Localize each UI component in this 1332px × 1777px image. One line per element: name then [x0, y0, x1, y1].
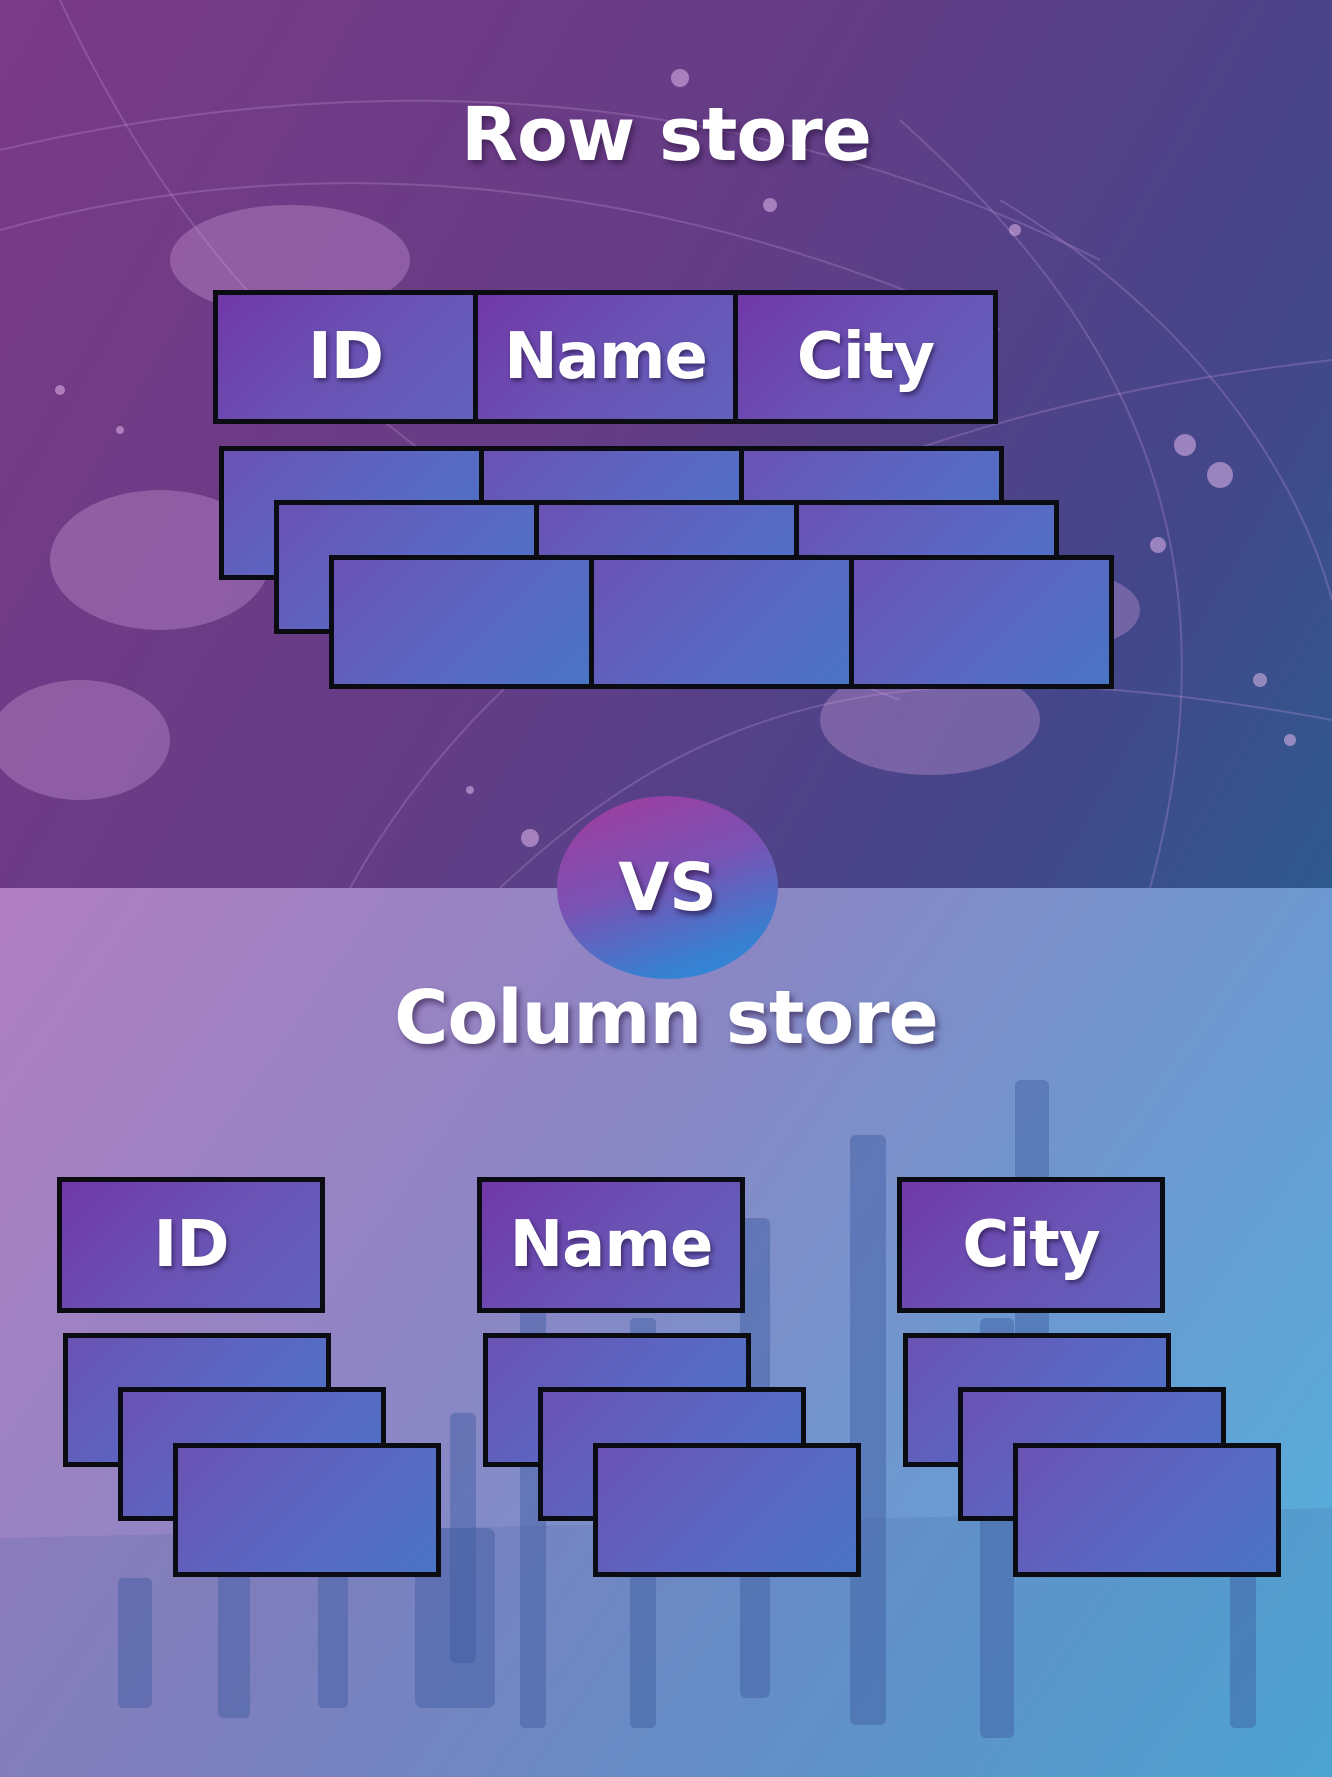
- column-store-city-value-3: [1013, 1443, 1281, 1577]
- row-store-panel: Row store ID Name City: [0, 0, 1332, 888]
- column-store-city-header: City: [897, 1177, 1165, 1313]
- vs-label: VS: [618, 849, 717, 926]
- row-store-record-3-name-cell: [589, 555, 854, 689]
- row-store-header-city-label: City: [796, 320, 935, 394]
- row-store-record-3-city-cell: [849, 555, 1114, 689]
- row-store-header-name-label: Name: [504, 320, 708, 394]
- column-store-id-header-label: ID: [153, 1208, 230, 1282]
- column-store-city-header-label: City: [962, 1208, 1100, 1282]
- row-store-header-id: ID: [213, 290, 478, 424]
- row-store-header-city: City: [733, 290, 998, 424]
- row-store-header-name: Name: [473, 290, 738, 424]
- column-store-name-header-label: Name: [509, 1208, 714, 1282]
- row-store-record-3: [329, 555, 1114, 689]
- row-store-title: Row store: [461, 92, 872, 178]
- column-store-name-header: Name: [477, 1177, 745, 1313]
- column-store-id-header: ID: [57, 1177, 325, 1313]
- row-store-header-id-label: ID: [308, 320, 384, 394]
- vs-badge: VS: [557, 796, 778, 979]
- row-store-record-3-id-cell: [329, 555, 594, 689]
- column-store-name-value-3: [593, 1443, 861, 1577]
- column-store-id-value-3: [173, 1443, 441, 1577]
- column-store-title: Column store: [394, 975, 939, 1061]
- row-store-header-row: ID Name City: [213, 290, 998, 424]
